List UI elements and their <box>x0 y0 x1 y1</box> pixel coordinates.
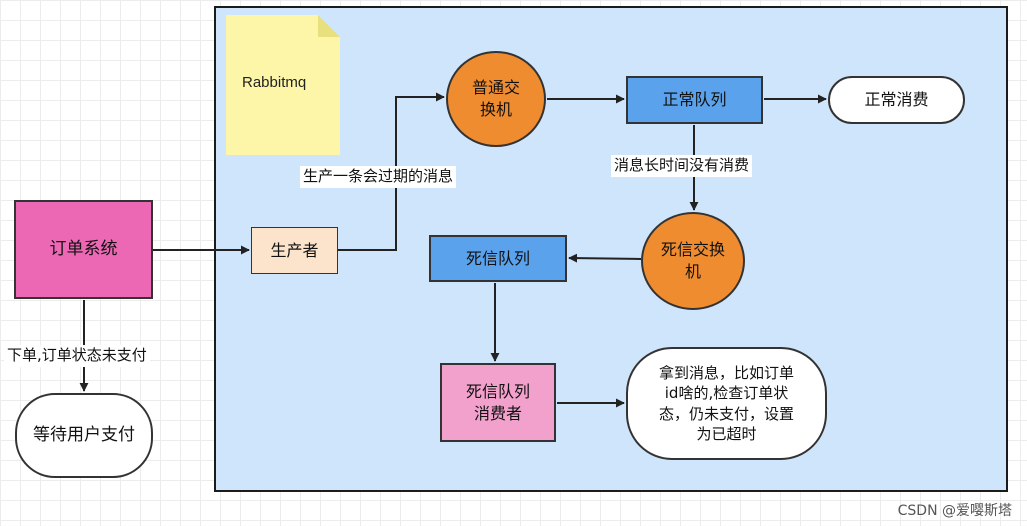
producer-box: 生产者 <box>251 227 338 274</box>
normal-queue-box: 正常队列 <box>626 76 763 124</box>
note-label: Rabbitmq <box>242 74 307 91</box>
dead-letter-queue-box: 死信队列 <box>429 235 567 282</box>
normal-exchange-circle: 普通交换机 <box>446 51 546 147</box>
edge-label-order: 下单,订单状态未支付 <box>4 345 150 367</box>
dead-letter-consumer-box: 死信队列消费者 <box>440 363 556 442</box>
order-system-box: 订单系统 <box>14 200 153 299</box>
dead-letter-exchange-circle: 死信交换机 <box>641 212 745 310</box>
normal-consume-terminal: 正常消费 <box>828 76 965 124</box>
rabbitmq-note <box>226 15 340 155</box>
arrow-dlx-to-dlq <box>568 253 642 263</box>
edge-label-expire: 消息长时间没有消费 <box>611 155 753 177</box>
wait-payment-terminal: 等待用户支付 <box>15 393 153 478</box>
edge-label-produce: 生产一条会过期的消息 <box>300 166 457 188</box>
watermark: CSDN @爱嘤斯塔 <box>897 503 1012 519</box>
